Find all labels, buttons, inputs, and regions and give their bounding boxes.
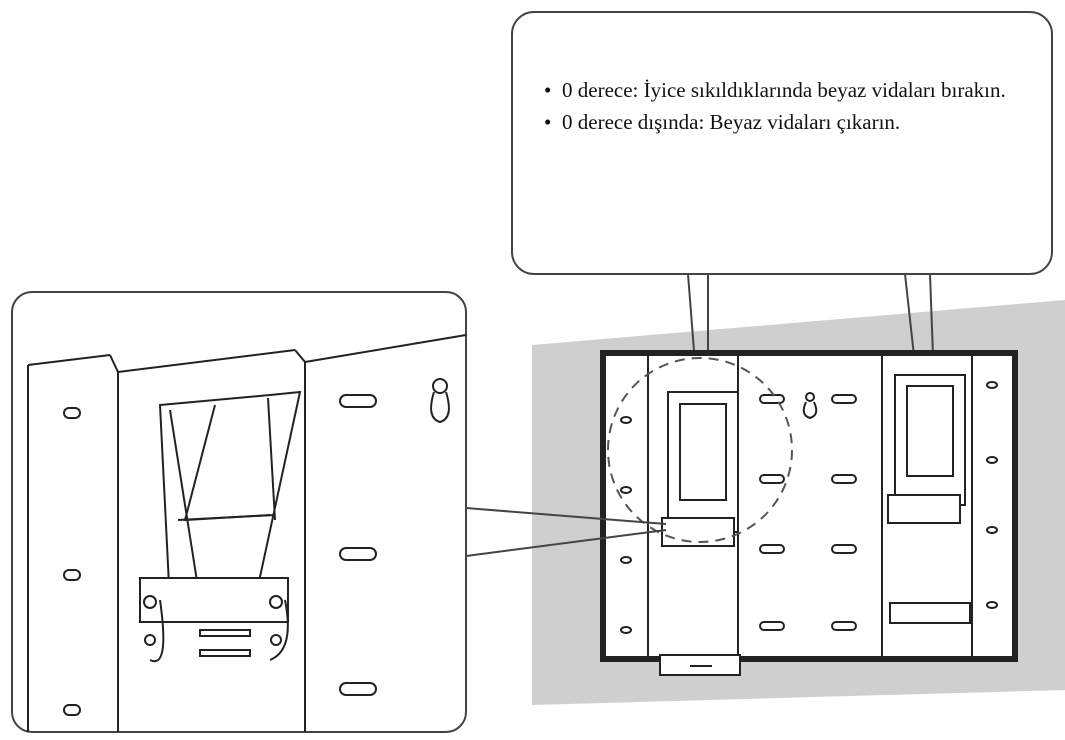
bullet-text: 0 derece dışında: Beyaz vidaları çıkarın… <box>562 110 901 134</box>
bullet-marker: • <box>544 110 552 134</box>
mount-plate <box>600 350 1018 676</box>
bullet-item: • 0 derece dışında: Beyaz vidaları çıkarı… <box>544 106 1024 138</box>
zoom-indicator-circle <box>607 357 793 543</box>
callout-box <box>511 11 1053 275</box>
detail-view <box>11 291 467 733</box>
callout-bullet-list: • 0 derece: İyice sıkıldıklarında beyaz v… <box>544 74 1024 138</box>
bullet-marker: • <box>544 78 552 102</box>
bullet-text: 0 derece: İyice sıkıldıklarında beyaz vi… <box>562 78 1006 102</box>
bullet-item: • 0 derece: İyice sıkıldıklarında beyaz v… <box>544 74 1024 106</box>
zoom-connector-lines <box>465 507 667 557</box>
callout-text-box: • 0 derece: İyice sıkıldıklarında beyaz v… <box>512 12 1052 274</box>
